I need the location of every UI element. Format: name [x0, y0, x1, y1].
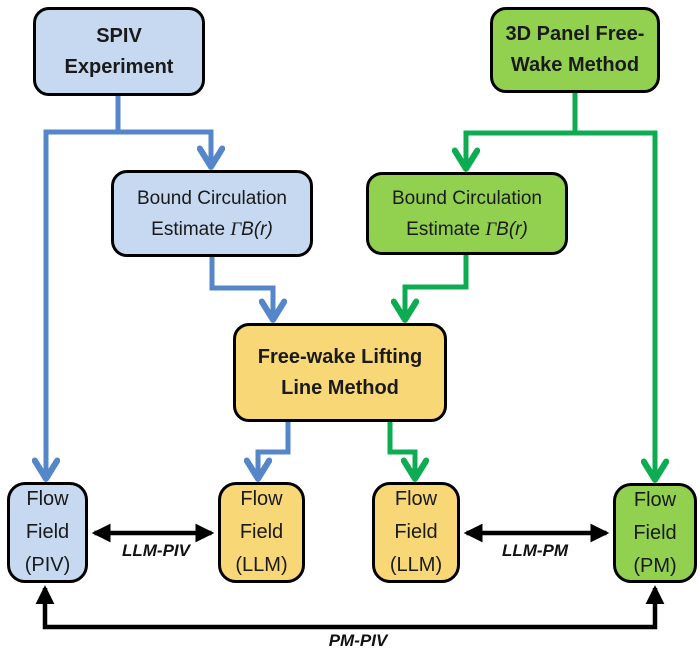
node-bound-circulation-estimate-pm: Bound Circulation Estimate ΓB(r)	[366, 172, 568, 255]
edge-panel-branch-to-boundcirc-and-flowpm	[466, 130, 655, 477]
node-3d-panel-free-wake-method: 3D Panel Free- Wake Method	[490, 7, 660, 93]
node-flow-field-llm-right: Flow Field (LLM)	[372, 482, 460, 583]
node-flow-field-piv-label: Flow Field (PIV)	[24, 488, 71, 576]
node-3d-panel-free-wake-method-label: 3D Panel Free- Wake Method	[505, 23, 645, 76]
node-flow-field-piv: Flow Field (PIV)	[7, 482, 88, 583]
edge-spiv-branch-to-flowpiv-and-boundcirc	[46, 129, 211, 476]
gamma-symbol: Γ	[230, 218, 242, 240]
node-flow-field-llm-right-label: Flow Field (LLM)	[389, 488, 443, 576]
node-spiv-experiment-label: SPIV Experiment	[64, 24, 174, 78]
node-bound-circulation-estimate-pm-label: Bound Circulation Estimate ΓB(r)	[392, 187, 542, 240]
edge-boundcirc-piv-to-liftingline	[209, 254, 273, 317]
gamma-symbol: Γ	[485, 218, 497, 240]
edge-label-llm-piv: LLM-PIV	[122, 541, 190, 560]
edge-pm-piv-comparison	[35, 585, 665, 630]
node-flow-field-llm-left-label: Flow Field (LLM)	[235, 488, 288, 576]
edge-label-llm-pm: LLM-PM	[501, 541, 569, 560]
edge-label-pm-piv: PM-PIV	[328, 631, 388, 650]
node-bound-circulation-estimate-piv-label: Bound Circulation Estimate ΓB(r)	[137, 187, 287, 240]
node-spiv-experiment: SPIV Experiment	[33, 7, 205, 96]
node-flow-field-pm: Flow Field (PM)	[613, 483, 697, 583]
edge-liftingline-to-flowllm-right	[387, 419, 415, 476]
edge-liftingline-to-flowllm-left	[258, 419, 291, 476]
node-free-wake-lifting-line-method: Free-wake Lifting Line Method	[233, 323, 447, 422]
edge-boundcirc-pm-to-liftingline	[405, 252, 469, 317]
node-free-wake-lifting-line-method-label: Free-wake Lifting Line Method	[257, 345, 423, 399]
node-flow-field-pm-label: Flow Field (PM)	[633, 488, 677, 577]
node-flow-field-llm-left: Flow Field (LLM)	[218, 482, 305, 583]
node-bound-circulation-estimate-piv: Bound Circulation Estimate ΓB(r)	[111, 170, 313, 257]
